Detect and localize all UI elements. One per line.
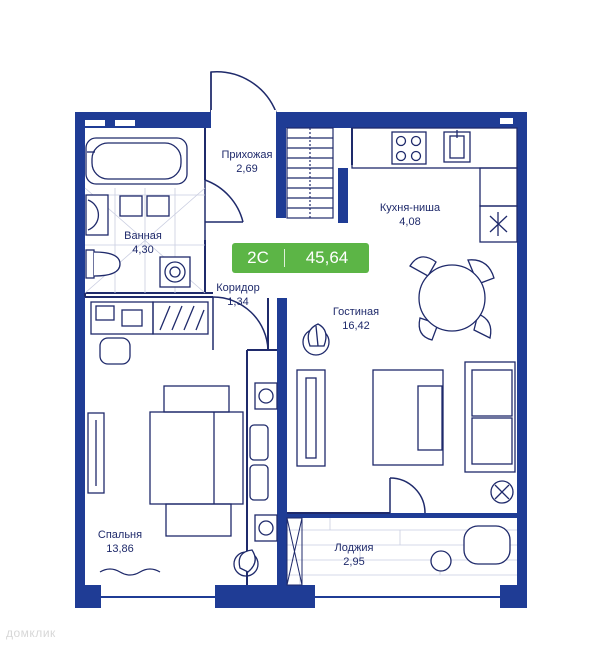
room-area: 2,69 bbox=[236, 163, 258, 175]
room-area: 4,08 bbox=[399, 216, 421, 228]
room-label-bedroom: Спальня 13,86 bbox=[90, 528, 150, 556]
room-label-living: Гостиная 16,42 bbox=[324, 305, 388, 333]
room-label-kitchen: Кухня-ниша 4,08 bbox=[370, 201, 450, 229]
room-name: Спальня bbox=[97, 529, 143, 541]
kitchen-fixtures bbox=[351, 127, 518, 243]
unit-total-area: 45,64 bbox=[305, 248, 349, 267]
room-name: Кухня-ниша bbox=[379, 202, 441, 214]
room-area: 4,30 bbox=[132, 244, 154, 256]
room-name: Гостиная bbox=[332, 306, 380, 318]
unit-type: 2С bbox=[247, 248, 269, 267]
bathroom-door bbox=[204, 179, 244, 240]
room-label-corridor: Коридор 1,34 bbox=[207, 281, 269, 309]
room-name: Ванная bbox=[124, 230, 162, 242]
room-label-hall: Прихожая 2,69 bbox=[213, 148, 281, 176]
bedroom-door bbox=[212, 296, 269, 351]
walls bbox=[75, 112, 527, 608]
loggia-fixtures bbox=[286, 517, 517, 586]
room-name: Коридор bbox=[216, 282, 260, 294]
room-label-bath: Ванная 4,30 bbox=[113, 229, 173, 257]
room-name: Прихожая bbox=[221, 149, 273, 161]
room-label-loggia: Лоджия 2,95 bbox=[322, 541, 386, 569]
bathroom-fixtures bbox=[84, 137, 206, 294]
watermark: домклик bbox=[6, 626, 56, 640]
room-area: 2,95 bbox=[343, 556, 365, 568]
living-furniture bbox=[296, 323, 516, 504]
badge-divider bbox=[284, 249, 285, 267]
room-area: 1,34 bbox=[227, 296, 249, 308]
entrance-door bbox=[210, 71, 277, 114]
bedroom-furniture bbox=[87, 301, 278, 577]
room-area: 13,86 bbox=[106, 543, 134, 555]
loggia-door bbox=[389, 477, 426, 514]
unit-badge: 2С 45,64 bbox=[232, 243, 369, 273]
hall-closet bbox=[286, 127, 334, 219]
room-name: Лоджия bbox=[334, 542, 374, 554]
room-area: 16,42 bbox=[342, 320, 370, 332]
dining-table bbox=[409, 256, 495, 341]
